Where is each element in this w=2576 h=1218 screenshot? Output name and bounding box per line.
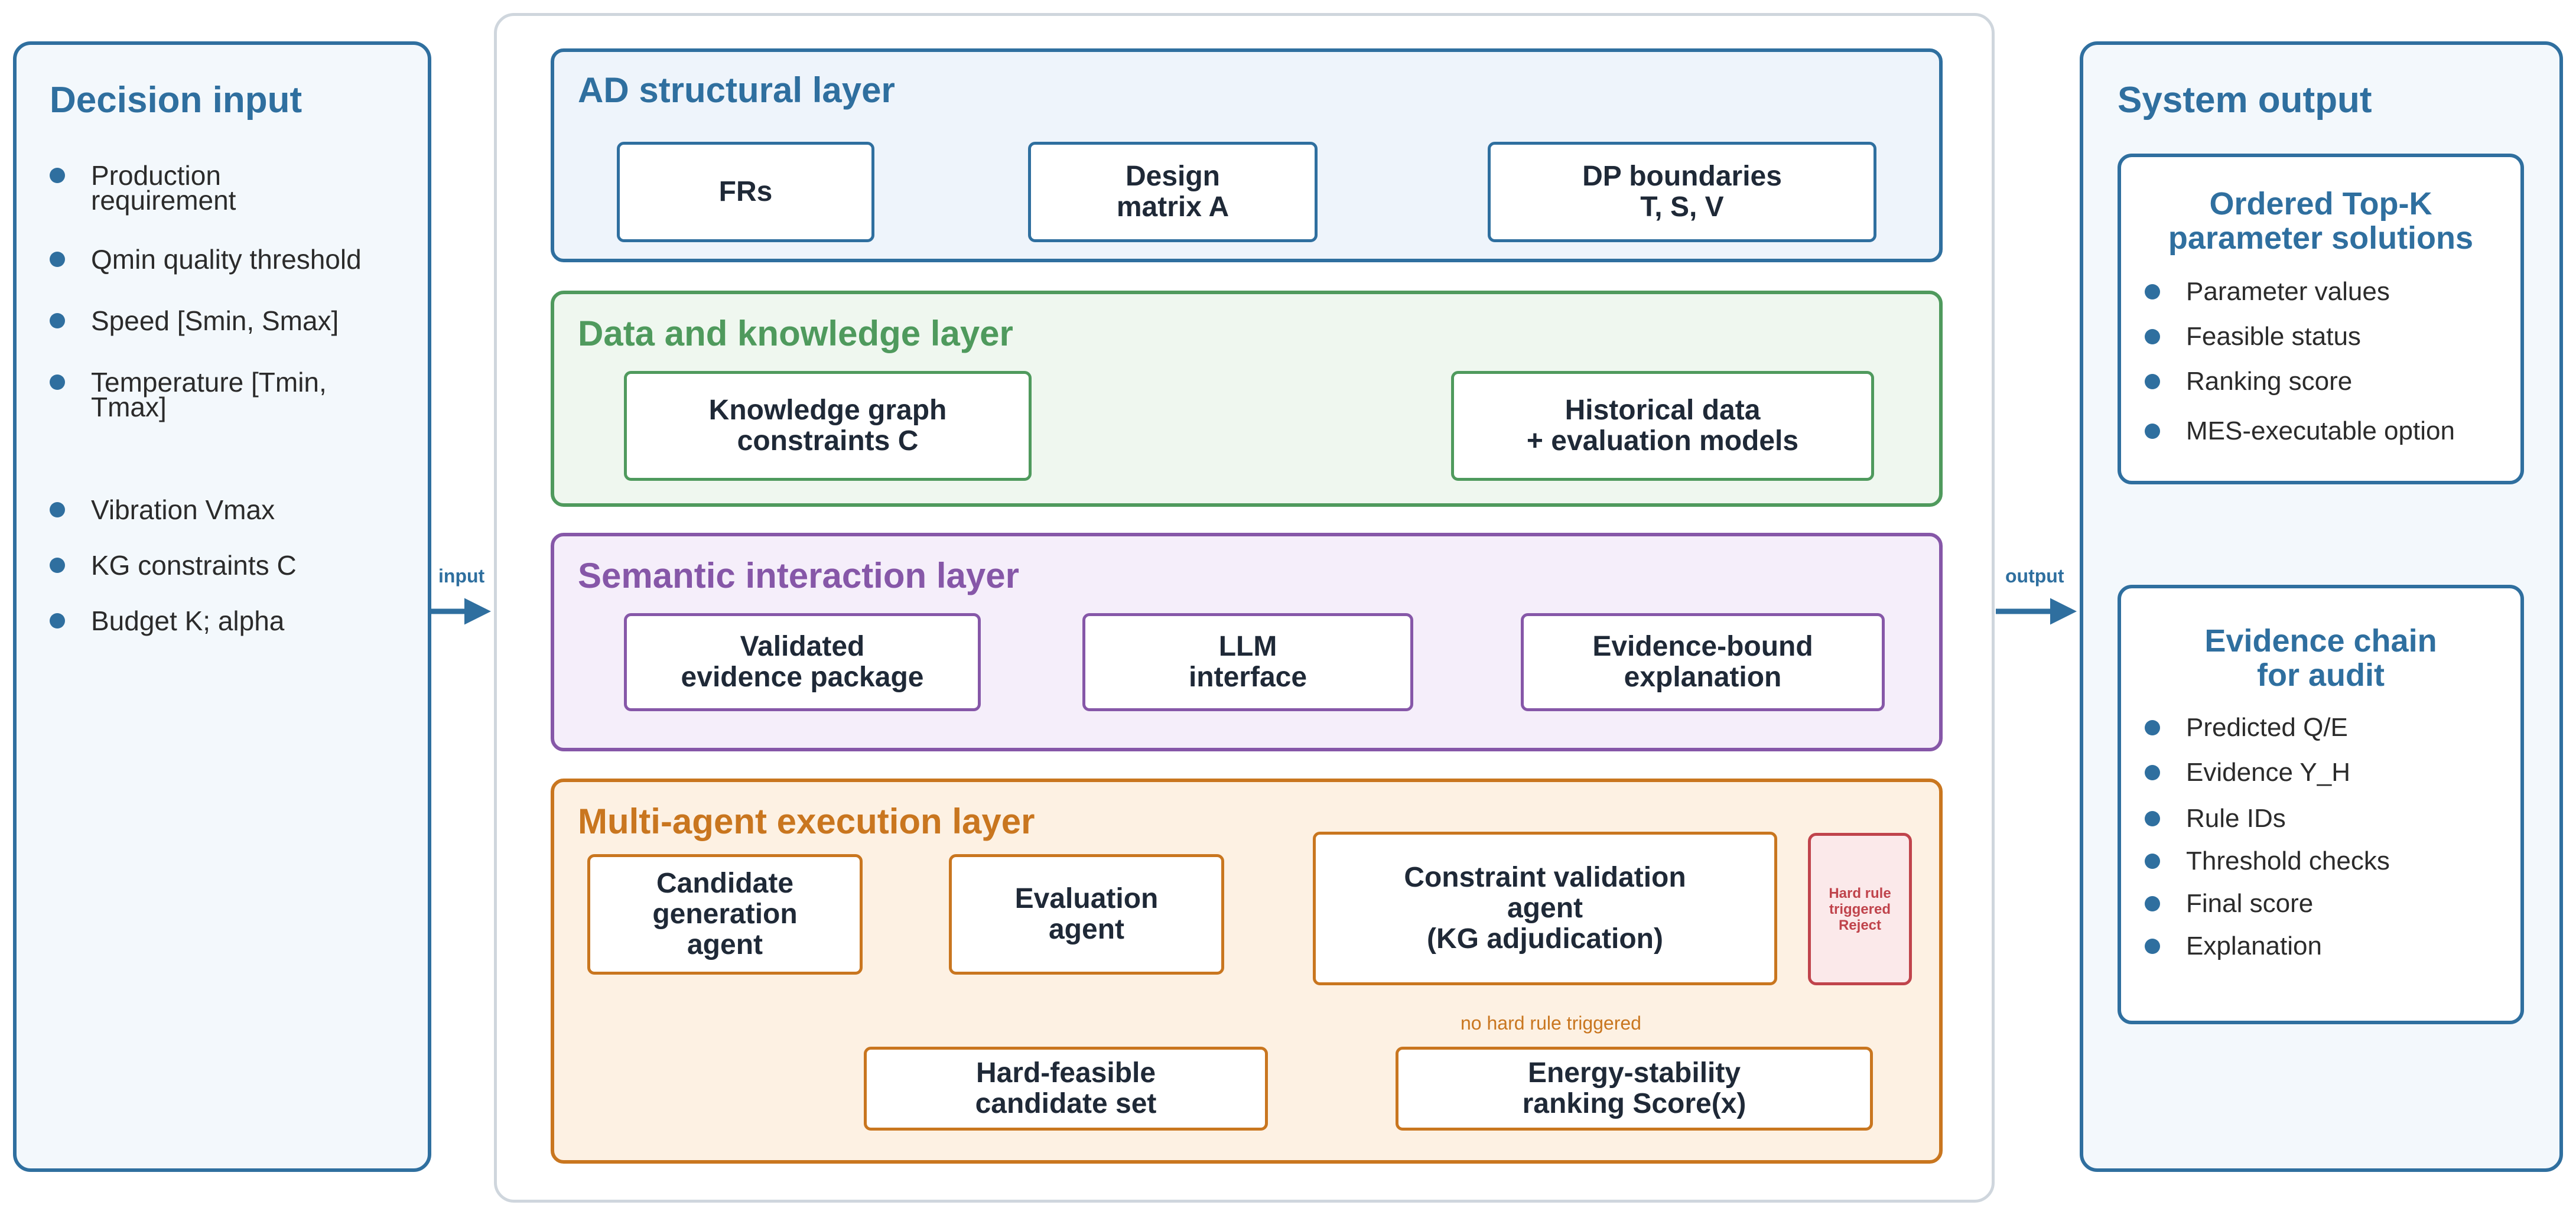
list-item: Predicted Q/E	[2145, 715, 2348, 741]
node-design-matrix: Design matrix A	[1028, 142, 1318, 242]
bullet-icon	[2145, 720, 2160, 735]
list-item: Ranking score	[2145, 369, 2352, 395]
semantic-layer-title: Semantic interaction layer	[578, 556, 1019, 595]
bullet-icon	[2145, 424, 2160, 439]
node-validated-evidence: Validated evidence package	[624, 613, 981, 711]
input-label: input	[434, 564, 490, 588]
list-item: Production requirement	[50, 162, 445, 214]
output-evidence-title: Evidence chain for audit	[2204, 623, 2437, 693]
node-constraint-validation-agent: Constraint validation agent (KG adjudica…	[1313, 832, 1777, 985]
decision-input-panel: Decision input Production requirement Qm…	[13, 41, 431, 1172]
list-item: Temperature [Tmin, Tmax]	[50, 369, 445, 421]
node-historical-data: Historical data + evaluation models	[1451, 371, 1874, 481]
node-hard-feasible-set: Hard-feasible candidate set	[864, 1047, 1268, 1131]
bullet-icon	[50, 168, 65, 183]
bullet-icon	[2145, 939, 2160, 954]
bullet-icon	[50, 374, 65, 390]
bullet-icon	[50, 613, 65, 628]
output-topk-list: Parameter values Feasible status Ranking…	[2145, 279, 2511, 474]
bullet-icon	[50, 558, 65, 573]
node-evaluation-agent: Evaluation agent	[949, 854, 1224, 975]
list-item: KG constraints C	[50, 552, 445, 579]
bullet-icon	[2145, 854, 2160, 869]
decision-input-title: Decision input	[50, 80, 303, 121]
output-label: output	[2001, 564, 2069, 588]
list-item: Evidence Y_H	[2145, 760, 2350, 786]
ad-layer-title: AD structural layer	[578, 70, 895, 110]
node-dp-boundaries: DP boundaries T, S, V	[1488, 142, 1876, 242]
node-evidence-bound-explanation: Evidence-bound explanation	[1521, 613, 1885, 711]
system-output-title: System output	[2118, 80, 2372, 121]
node-knowledge-graph: Knowledge graph constraints C	[624, 371, 1032, 481]
list-item: MES-executable option	[2145, 418, 2455, 444]
node-energy-stability-ranking: Energy-stability ranking Score(x)	[1396, 1047, 1873, 1131]
list-item: Qmin quality threshold	[50, 246, 445, 273]
output-evidence-list: Predicted Q/E Evidence Y_H Rule IDs Thre…	[2145, 715, 2511, 986]
data-layer-title: Data and knowledge layer	[578, 314, 1013, 353]
list-item: Final score	[2145, 891, 2313, 917]
bullet-icon	[2145, 374, 2160, 389]
node-candidate-generation-agent: Candidate generation agent	[587, 854, 863, 975]
bullet-icon	[50, 502, 65, 517]
list-item: Rule IDs	[2145, 806, 2286, 832]
list-item: Parameter values	[2145, 279, 2390, 305]
bullet-icon	[2145, 329, 2160, 344]
output-topk-box: Ordered Top-K parameter solutions Parame…	[2118, 154, 2524, 484]
bullet-icon	[2145, 284, 2160, 299]
node-llm-interface: LLM interface	[1082, 613, 1413, 711]
node-hard-rule-reject: Hard rule triggered Reject	[1808, 833, 1912, 985]
node-frs: FRs	[617, 142, 874, 242]
bullet-icon	[2145, 896, 2160, 911]
list-item: Vibration Vmax	[50, 496, 445, 523]
list-item: Explanation	[2145, 933, 2322, 959]
bullet-icon	[50, 252, 65, 267]
output-topk-title: Ordered Top-K parameter solutions	[2168, 186, 2474, 256]
no-hard-rule-note: no hard rule triggered	[1461, 1012, 1641, 1034]
list-item: Budget K; alpha	[50, 607, 445, 634]
list-item: Speed [Smin, Smax]	[50, 307, 445, 334]
list-item: Threshold checks	[2145, 848, 2390, 874]
bullet-icon	[2145, 811, 2160, 826]
bullet-icon	[50, 313, 65, 328]
output-evidence-box: Evidence chain for audit Predicted Q/E E…	[2118, 585, 2524, 1024]
bullet-icon	[2145, 765, 2160, 780]
list-item: Feasible status	[2145, 324, 2361, 350]
multi-agent-layer-title: Multi-agent execution layer	[578, 802, 1035, 841]
decision-input-list: Production requirement Qmin quality thre…	[50, 162, 404, 754]
